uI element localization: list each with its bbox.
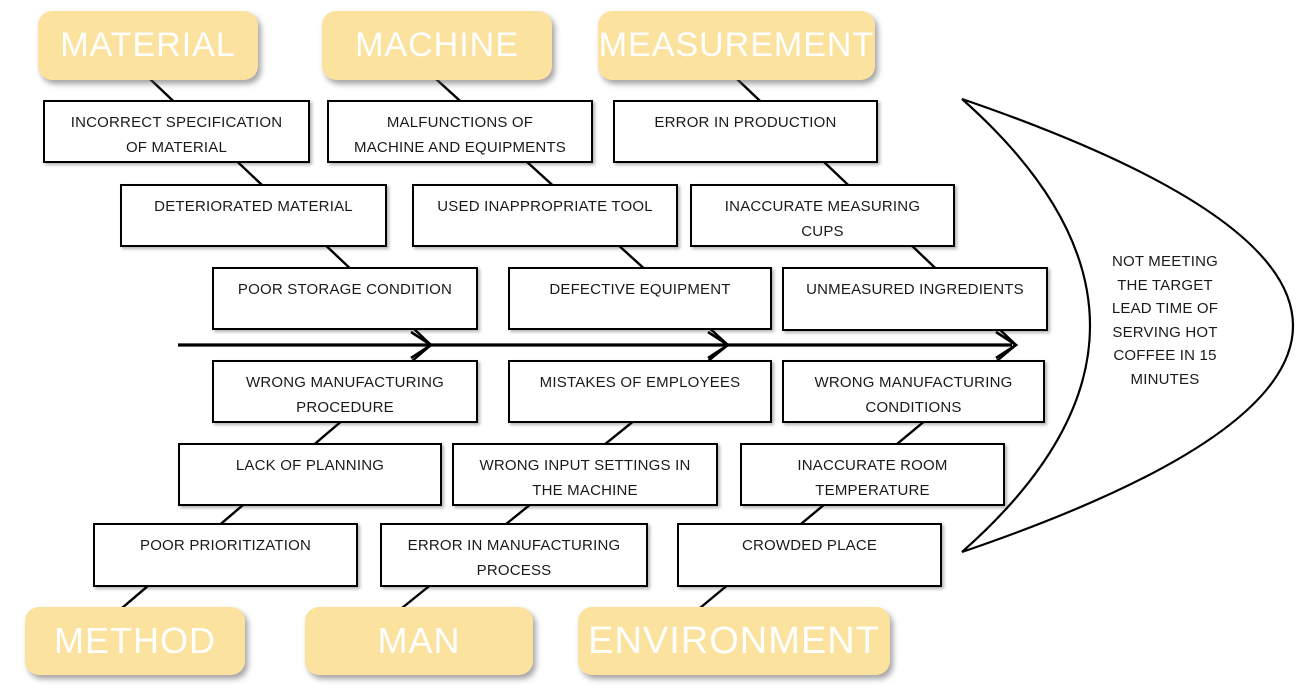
cause-line: TEMPERATURE: [815, 482, 930, 499]
cause-box-environment-2: INACCURATE ROOM TEMPERATURE: [740, 443, 1005, 506]
cause-line: WRONG INPUT SETTINGS IN: [479, 457, 691, 474]
cause-box-measurement-1: ERROR IN PRODUCTION: [613, 100, 878, 163]
cause-line: CONDITIONS: [865, 399, 962, 416]
category-machine: MACHINE: [322, 11, 552, 80]
cause-box-environment-3: CROWDED PLACE: [677, 523, 942, 587]
cause-box-method-2: LACK OF PLANNING: [178, 443, 442, 506]
cause-line: THE MACHINE: [532, 482, 638, 499]
spine-arrowhead-2: [707, 330, 731, 360]
effect-line: NOT MEETING: [1111, 253, 1219, 270]
cause-line: MACHINE AND EQUIPMENTS: [354, 139, 566, 156]
cause-box-material-3: POOR STORAGE CONDITION: [212, 267, 478, 330]
cause-box-material-2: DETERIORATED MATERIAL: [120, 184, 387, 247]
category-man: MAN: [305, 607, 533, 675]
cause-line: DEFECTIVE EQUIPMENT: [549, 281, 731, 298]
cause-line: UNMEASURED INGREDIENTS: [806, 281, 1024, 298]
category-material: MATERIAL: [38, 11, 258, 80]
cause-line: WRONG MANUFACTURING: [246, 374, 444, 391]
cause-line: POOR PRIORITIZATION: [139, 537, 312, 554]
cause-line: ERROR IN PRODUCTION: [654, 114, 837, 131]
cause-line: USED INAPPROPRIATE TOOL: [437, 198, 653, 215]
cause-box-man-1: MISTAKES OF EMPLOYEES: [508, 360, 772, 423]
cause-line: ERROR IN MANUFACTURING: [407, 537, 621, 554]
spine-arrowhead-1: [410, 330, 434, 360]
effect-line: LEAD TIME OF: [1111, 300, 1219, 317]
category-man-label: MAN: [377, 620, 461, 661]
cause-line: LACK OF PLANNING: [235, 457, 385, 474]
category-environment-label: ENVIRONMENT: [588, 619, 880, 662]
category-environment: ENVIRONMENT: [578, 607, 890, 675]
cause-box-method-3: POOR PRIORITIZATION: [93, 523, 358, 587]
category-method-label: METHOD: [54, 620, 216, 661]
category-machine-label: MACHINE: [355, 26, 519, 64]
cause-line: DETERIORATED MATERIAL: [154, 198, 353, 215]
cause-line: INACCURATE ROOM: [797, 457, 948, 474]
cause-box-machine-2: USED INAPPROPRIATE TOOL: [412, 184, 678, 247]
cause-line: INCORRECT SPECIFICATION: [70, 114, 283, 131]
effect-line: THE TARGET: [1117, 276, 1213, 294]
cause-line: PROCEDURE: [296, 399, 394, 416]
cause-box-machine-3: DEFECTIVE EQUIPMENT: [508, 267, 772, 330]
category-method: METHOD: [25, 607, 245, 675]
category-measurement: MEASUREMENT: [598, 11, 875, 80]
effect-line: MINUTES: [1130, 370, 1200, 388]
cause-box-method-1: WRONG MANUFACTURING PROCEDURE: [212, 360, 478, 423]
cause-box-man-3: ERROR IN MANUFACTURING PROCESS: [380, 523, 648, 587]
category-material-label: MATERIAL: [60, 26, 236, 64]
effect-line: COFFEE IN 15: [1113, 347, 1217, 364]
cause-line: PROCESS: [476, 562, 552, 579]
category-measurement-label: MEASUREMENT: [598, 26, 875, 64]
spine-arrowhead-3: [995, 330, 1019, 360]
effect-statement: NOT MEETING THE TARGET LEAD TIME OF SERV…: [1095, 250, 1235, 391]
effect-line: SERVING HOT: [1112, 323, 1218, 341]
cause-box-measurement-2: INACCURATE MEASURING CUPS: [690, 184, 955, 247]
cause-line: CROWDED PLACE: [741, 537, 878, 554]
cause-line: INACCURATE MEASURING: [724, 198, 921, 215]
cause-box-material-1: INCORRECT SPECIFICATION OF MATERIAL: [43, 100, 310, 163]
cause-box-man-2: WRONG INPUT SETTINGS IN THE MACHINE: [452, 443, 718, 506]
cause-line: MALFUNCTIONS OF: [386, 114, 534, 131]
cause-line: WRONG MANUFACTURING: [814, 374, 1013, 391]
effect-crescent-shape: [961, 97, 1294, 554]
cause-box-machine-1: MALFUNCTIONS OF MACHINE AND EQUIPMENTS: [327, 100, 593, 163]
cause-line: MISTAKES OF EMPLOYEES: [539, 374, 741, 391]
cause-box-measurement-3: UNMEASURED INGREDIENTS: [782, 267, 1048, 331]
cause-line: CUPS: [801, 223, 844, 240]
cause-line: POOR STORAGE CONDITION: [237, 281, 453, 298]
cause-line: OF MATERIAL: [125, 139, 228, 156]
cause-box-environment-1: WRONG MANUFACTURING CONDITIONS: [782, 360, 1045, 423]
